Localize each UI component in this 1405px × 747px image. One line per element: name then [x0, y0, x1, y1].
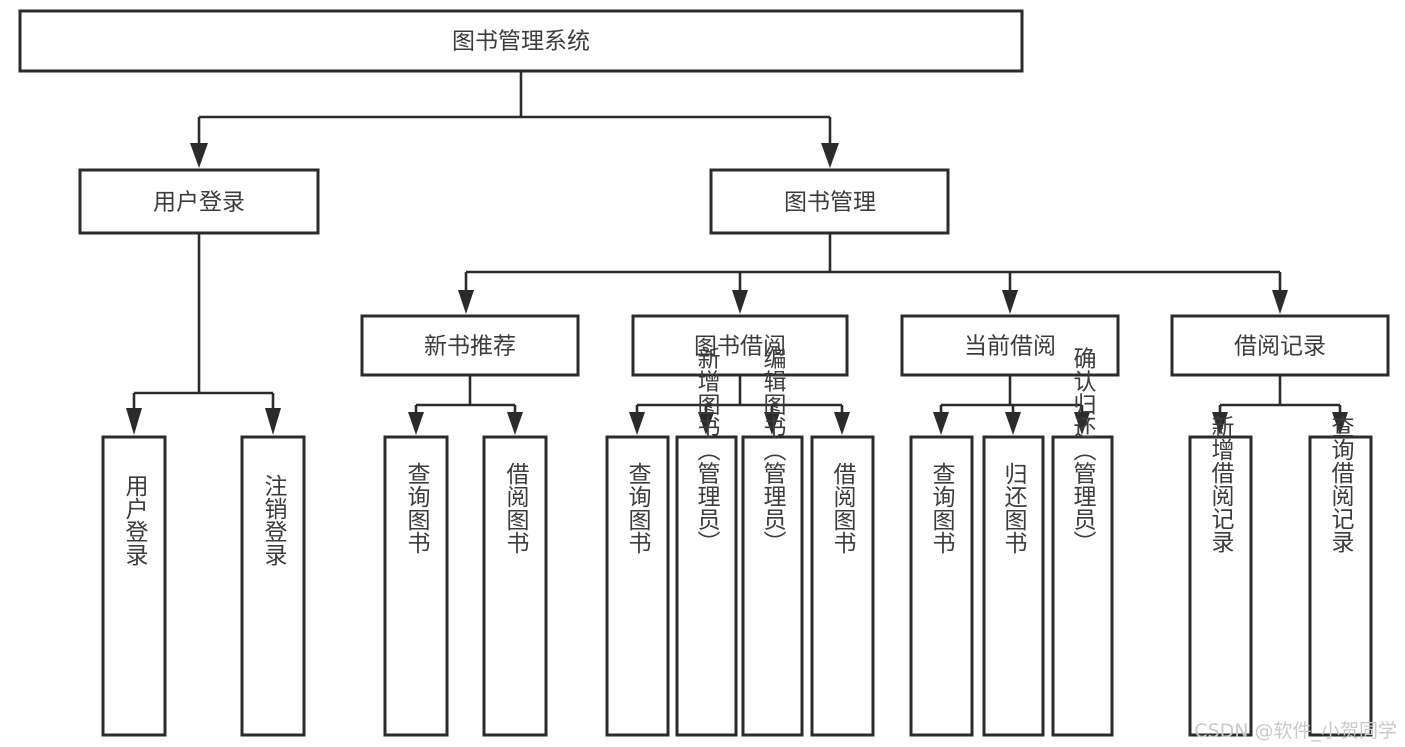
node-root[interactable]: 图书管理系统 — [18, 9, 1024, 73]
node-leaf-confirm-return-admin-label: 确认归还（管理员） — [1069, 347, 1097, 554]
arrowhead-leaf-query-book-recommend — [408, 412, 424, 435]
arrowhead-new-book-recommend — [458, 290, 474, 314]
arrowhead-leaf-add-borrow-record — [1212, 412, 1228, 435]
node-leaf-query-book-borrow[interactable]: 查询图书 — [605, 435, 670, 737]
node-leaf-logout-label: 注销登录 — [260, 474, 288, 566]
arrowhead-leaf-logout — [265, 408, 281, 435]
node-current-borrow-label: 当前借阅 — [964, 334, 1056, 360]
node-user-login-label: 用户登录 — [153, 190, 245, 216]
arrowhead-leaf-borrow-book-recommend — [507, 412, 523, 435]
node-book-borrow-box[interactable] — [631, 314, 849, 377]
node-leaf-borrow-book-recommend-label: 借阅图书 — [502, 462, 530, 554]
node-book-management[interactable]: 图书管理 — [709, 168, 950, 235]
node-leaf-query-book-borrow-label: 查询图书 — [624, 462, 652, 554]
node-leaf-borrow-book-recommend[interactable]: 借阅图书 — [482, 435, 548, 737]
arrowhead-leaf-add-book-admin — [698, 412, 714, 435]
node-root-label: 图书管理系统 — [452, 29, 590, 55]
node-leaf-add-borrow-record-label: 新增借阅记录 — [1207, 415, 1235, 553]
node-leaf-borrow-book-recommend-box[interactable] — [482, 435, 548, 737]
arrowhead-leaf-return-book — [1005, 412, 1021, 435]
node-leaf-query-book-current-box[interactable] — [909, 435, 974, 737]
node-borrow-record-label: 借阅记录 — [1234, 334, 1326, 360]
node-leaf-query-book-recommend[interactable]: 查询图书 — [383, 435, 449, 737]
connector-layer — [126, 71, 1348, 435]
node-book-borrow-label: 图书借阅 — [694, 334, 786, 360]
node-book-management-label: 图书管理 — [784, 190, 876, 216]
node-leaf-query-book-borrow-box[interactable] — [605, 435, 670, 737]
node-leaf-query-borrow-record[interactable]: 查询借阅记录 — [1308, 415, 1373, 737]
arrowhead-leaf-query-borrow-record — [1332, 412, 1348, 435]
node-leaf-query-borrow-record-label: 查询借阅记录 — [1327, 415, 1355, 553]
node-leaf-borrow-book[interactable]: 借阅图书 — [810, 435, 875, 737]
node-leaf-query-book-current-label: 查询图书 — [928, 462, 956, 554]
node-user-login-box[interactable] — [78, 168, 320, 235]
node-leaf-edit-book-admin[interactable]: 编辑图书（管理员） — [741, 347, 804, 737]
node-borrow-record-box[interactable] — [1170, 314, 1390, 377]
arrowhead-book-borrow — [732, 290, 748, 314]
node-leaf-return-book-box[interactable] — [982, 435, 1045, 737]
node-new-book-recommend-label: 新书推荐 — [424, 334, 516, 360]
csdn-watermark: CSDN @软件_小贺同学 — [1194, 720, 1397, 742]
arrowhead-leaf-edit-book-admin — [764, 412, 780, 435]
node-root-box[interactable] — [18, 9, 1024, 73]
node-leaf-query-book-recommend-label: 查询图书 — [403, 462, 431, 554]
node-leaf-borrow-book-label: 借阅图书 — [829, 462, 857, 554]
node-leaf-add-book-admin[interactable]: 新增图书（管理员） — [675, 347, 738, 737]
arrowhead-current-borrow — [1002, 290, 1018, 314]
node-user-login[interactable]: 用户登录 — [78, 168, 320, 235]
node-current-borrow[interactable]: 当前借阅 — [900, 314, 1120, 377]
node-leaf-query-book-current[interactable]: 查询图书 — [909, 435, 974, 737]
node-leaf-user-login-label: 用户登录 — [121, 474, 149, 566]
node-current-borrow-box[interactable] — [900, 314, 1120, 377]
arrowhead-leaf-query-book-borrow — [629, 412, 645, 435]
node-leaf-return-book[interactable]: 归还图书 — [982, 435, 1045, 737]
node-leaf-edit-book-admin-label: 编辑图书（管理员） — [759, 347, 787, 554]
node-leaf-add-borrow-record[interactable]: 新增借阅记录 — [1188, 415, 1253, 737]
node-leaf-confirm-return-admin-box[interactable] — [1051, 435, 1114, 737]
arrowhead-borrow-record — [1272, 290, 1288, 314]
node-leaf-add-book-admin-box[interactable] — [675, 435, 738, 737]
arrowhead-leaf-query-book-current — [933, 412, 949, 435]
node-leaf-user-login-box[interactable] — [101, 435, 167, 737]
node-leaf-add-borrow-record-box[interactable] — [1188, 435, 1253, 737]
node-leaf-query-borrow-record-box[interactable] — [1308, 435, 1373, 737]
node-book-management-box[interactable] — [709, 168, 950, 235]
node-leaf-query-book-recommend-box[interactable] — [383, 435, 449, 737]
node-leaf-confirm-return-admin[interactable]: 确认归还（管理员） — [1051, 347, 1114, 737]
node-new-book-recommend-box[interactable] — [360, 314, 580, 377]
node-borrow-record[interactable]: 借阅记录 — [1170, 314, 1390, 377]
node-leaf-borrow-book-box[interactable] — [810, 435, 875, 737]
arrowhead-leaf-confirm-return-admin — [1074, 412, 1090, 435]
arrowhead-book-management — [821, 143, 839, 168]
arrowhead-user-login — [190, 143, 208, 168]
arrowhead-leaf-borrow-book — [834, 412, 850, 435]
node-book-borrow[interactable]: 图书借阅 — [631, 314, 849, 377]
node-leaf-logout-box[interactable] — [240, 435, 306, 737]
node-leaf-logout[interactable]: 注销登录 — [240, 435, 306, 737]
node-leaf-add-book-admin-label: 新增图书（管理员） — [693, 347, 721, 554]
node-new-book-recommend[interactable]: 新书推荐 — [360, 314, 580, 377]
node-leaf-return-book-label: 归还图书 — [1000, 462, 1028, 554]
node-leaf-edit-book-admin-box[interactable] — [741, 435, 804, 737]
arrowhead-leaf-user-login — [126, 408, 142, 435]
node-leaf-user-login[interactable]: 用户登录 — [101, 435, 167, 737]
